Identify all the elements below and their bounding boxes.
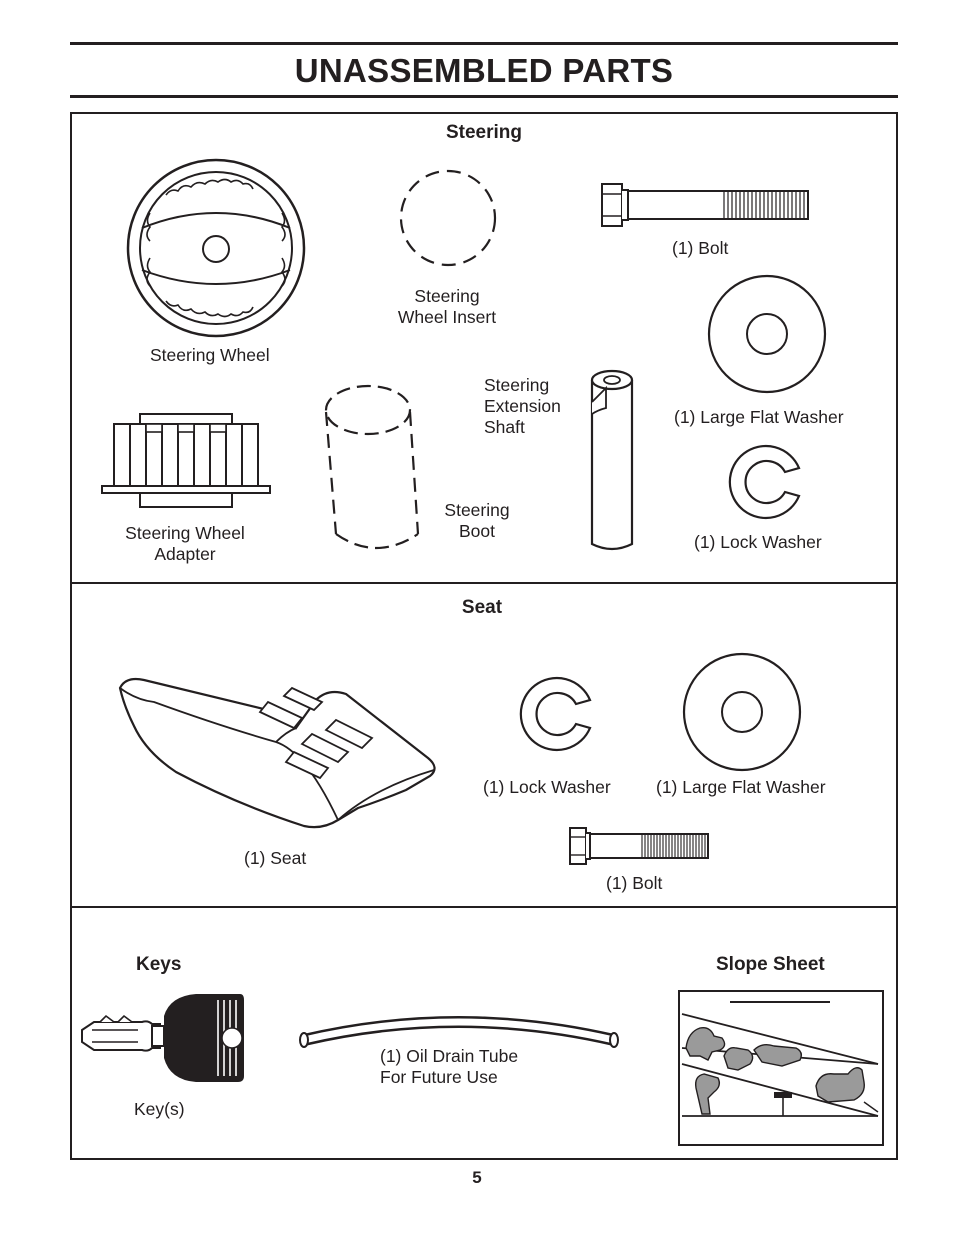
bolt-icon <box>601 183 809 227</box>
key-icon <box>81 994 244 1082</box>
bolt-icon <box>569 827 709 865</box>
seat-bolt-label: (1) Bolt <box>606 873 663 893</box>
keys-label: Key(s) <box>134 1099 185 1119</box>
tube-line2: For Future Use <box>380 1067 498 1087</box>
steering-boot-icon <box>324 384 420 550</box>
adapter-line2: Adapter <box>154 544 216 564</box>
seat-flat-washer-label: (1) Large Flat Washer <box>656 777 826 797</box>
large-flat-washer-icon <box>682 652 802 772</box>
oil-drain-tube-icon <box>299 1016 619 1048</box>
extension-shaft-line1: Steering <box>484 375 550 395</box>
wheel-insert-line2: Wheel Insert <box>397 307 497 327</box>
title-rule <box>70 95 898 98</box>
extension-shaft-line3: Shaft <box>484 417 525 437</box>
steering-wheel-icon <box>126 158 306 338</box>
keys-heading: Keys <box>136 954 182 975</box>
wheel-insert-label: Steering Wheel Insert <box>372 286 522 328</box>
slope-sheet-heading: Slope Sheet <box>716 954 825 975</box>
boot-line2: Boot <box>459 521 495 541</box>
adapter-line1: Steering Wheel <box>125 523 245 543</box>
extension-shaft-label: Steering Extension Shaft <box>484 375 561 438</box>
lock-washer-icon <box>728 444 801 520</box>
steering-wheel-insert-icon <box>399 169 497 267</box>
steering-wheel-adapter-icon <box>101 413 271 508</box>
steering-panel: Steering Steering Wheel Steering Wheel I… <box>70 112 898 584</box>
top-rule <box>70 42 898 45</box>
boot-label: Steering Boot <box>432 500 522 542</box>
lock-washer-icon <box>519 676 592 752</box>
page-title: UNASSEMBLED PARTS <box>294 52 674 89</box>
extension-shaft-line2: Extension <box>484 396 561 416</box>
large-flat-washer-icon <box>707 274 827 394</box>
seat-label: (1) Seat <box>244 848 307 868</box>
steering-bolt-label: (1) Bolt <box>672 238 729 258</box>
oil-drain-tube-label: (1) Oil Drain Tube For Future Use <box>380 1046 518 1088</box>
boot-line1: Steering <box>444 500 510 520</box>
tube-line1: (1) Oil Drain Tube <box>380 1046 519 1066</box>
page-number: 5 <box>472 1168 482 1187</box>
misc-panel: Keys Key(s) (1) Oil Drain Tube For Futur… <box>70 906 898 1160</box>
seat-heading: Seat <box>461 597 503 618</box>
steering-lock-washer-label: (1) Lock Washer <box>694 532 822 552</box>
seat-panel: Seat (1) Seat (1) Lock Washer (1) Large … <box>70 582 898 908</box>
slope-sheet-icon <box>678 990 884 1146</box>
adapter-label: Steering Wheel Adapter <box>110 523 260 565</box>
steering-flat-washer-label: (1) Large Flat Washer <box>674 407 844 427</box>
seat-icon <box>118 677 436 829</box>
steering-heading: Steering <box>445 122 523 143</box>
steering-wheel-label: Steering Wheel <box>150 345 270 365</box>
wheel-insert-line1: Steering <box>414 286 480 306</box>
seat-lock-washer-label: (1) Lock Washer <box>483 777 611 797</box>
steering-extension-shaft-icon <box>590 369 634 551</box>
